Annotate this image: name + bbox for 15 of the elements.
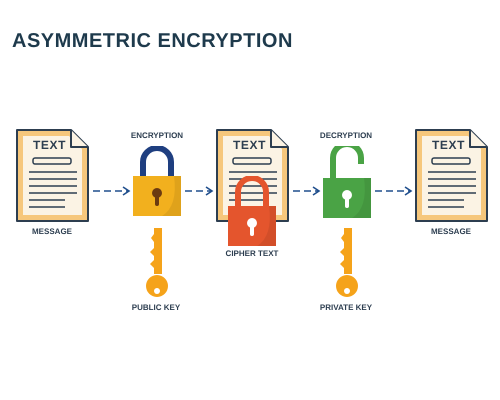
node-label: ENCRYPTION: [130, 132, 184, 140]
node-label: MESSAGE: [32, 228, 72, 236]
node-label: DECRYPTION: [320, 132, 372, 140]
document-heading: TEXT: [33, 139, 66, 151]
key-label: PUBLIC KEY: [132, 304, 180, 312]
arrow: [185, 186, 213, 196]
title: ASYMMETRIC ENCRYPTION: [12, 29, 293, 54]
arrow: [293, 186, 320, 196]
node-label: MESSAGE: [431, 228, 471, 236]
key-label: PRIVATE KEY: [320, 304, 372, 312]
node-label: CIPHER TEXT: [226, 250, 278, 258]
document-heading: TEXT: [233, 139, 266, 151]
arrow: [93, 186, 130, 196]
document-heading: TEXT: [432, 139, 466, 151]
arrow: [375, 186, 412, 196]
